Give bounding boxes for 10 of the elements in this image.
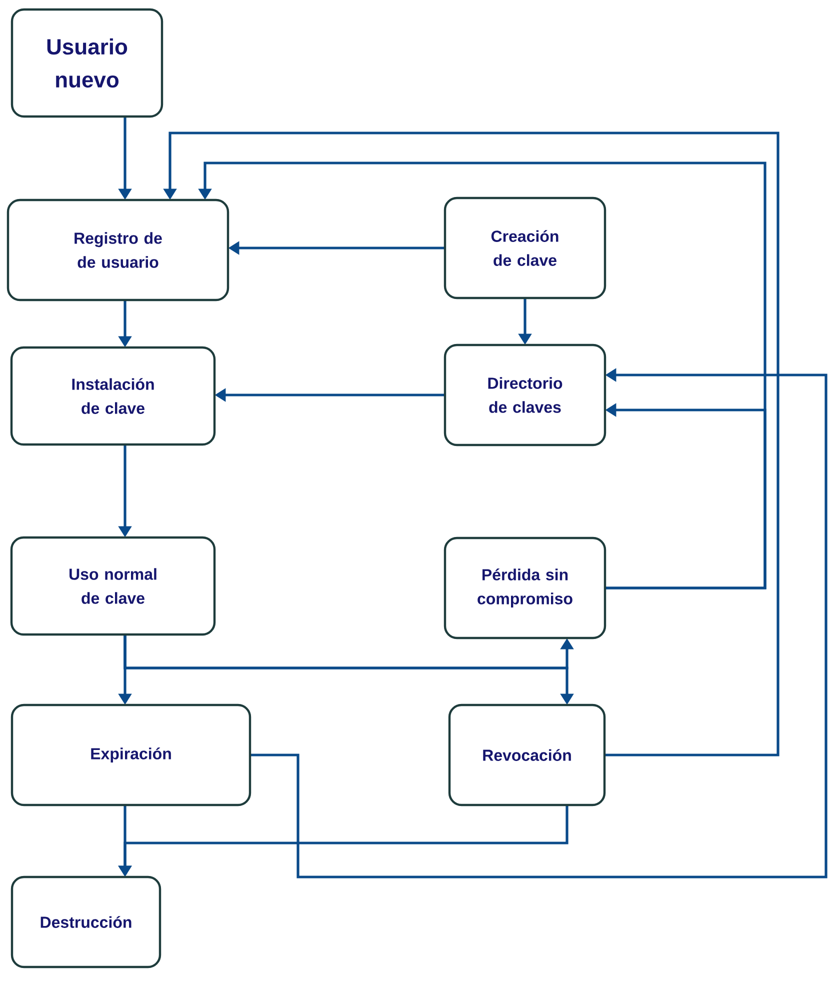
process-box: Revocación xyxy=(448,704,606,806)
process-box: Uso normal de clave xyxy=(10,536,216,636)
process-box: Registro de de usuario xyxy=(6,198,230,302)
process-box: Destrucción xyxy=(10,876,162,968)
process-box: Creación de clave xyxy=(444,196,606,300)
process-box: Usuario nuevo xyxy=(10,8,164,118)
process-box: Pérdida sin compromiso xyxy=(444,536,606,640)
process-box: Expiración xyxy=(10,704,252,806)
process-box: Instalación de clave xyxy=(10,346,216,446)
process-box: Directorio de claves xyxy=(444,344,606,446)
